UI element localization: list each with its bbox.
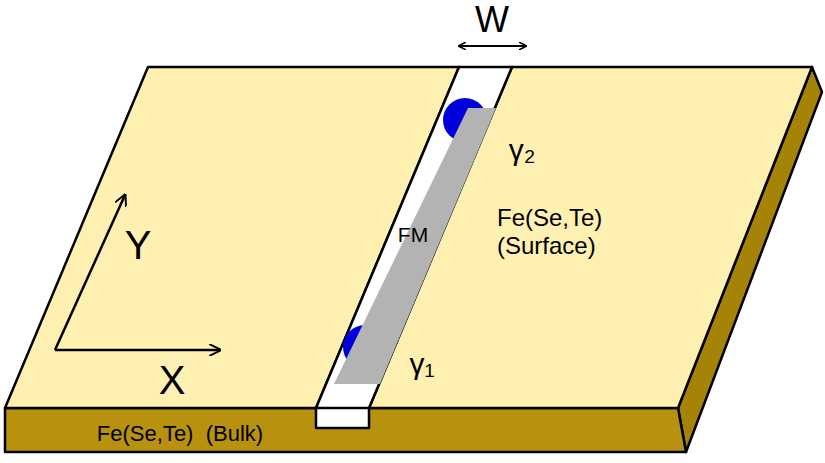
front-face bbox=[5, 408, 686, 452]
y-axis bbox=[55, 195, 125, 350]
mode-label: γ₁ bbox=[409, 347, 434, 382]
axis-label: Y bbox=[125, 222, 152, 268]
strip-outline bbox=[318, 96, 500, 396]
strip-label: FM bbox=[398, 224, 428, 245]
x-axis bbox=[55, 349, 220, 352]
bulk-label: Fe(Se,Te) (Bulk) bbox=[97, 421, 263, 446]
ferromagnet-strip: FM bbox=[318, 96, 500, 396]
width-label: W bbox=[475, 0, 509, 41]
surface-label: Fe(Se,Te) (Surface) bbox=[497, 204, 647, 259]
width-dimension bbox=[459, 45, 526, 47]
mode-label: γ₂ bbox=[509, 133, 536, 168]
groove bbox=[316, 67, 512, 408]
axis-label: X bbox=[159, 357, 186, 403]
